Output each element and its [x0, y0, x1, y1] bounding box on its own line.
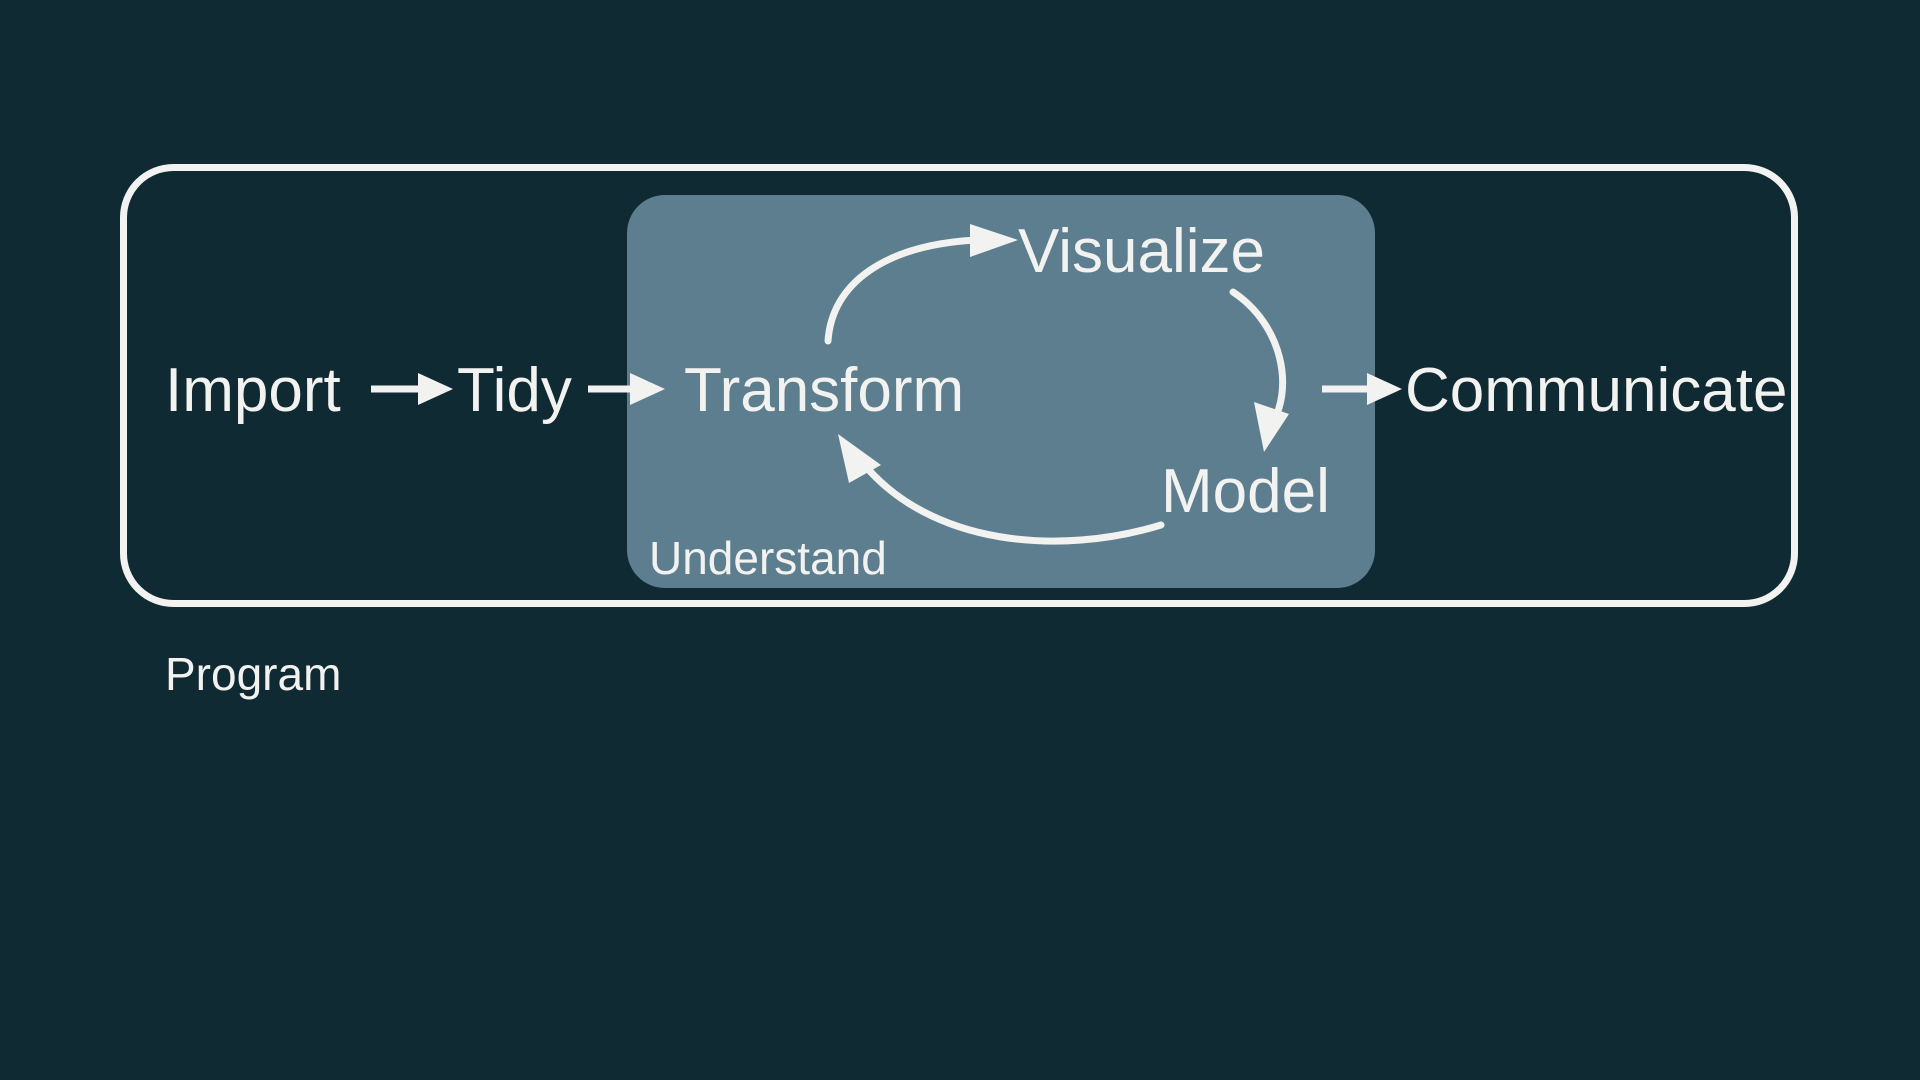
node-label-tidy: Tidy	[457, 356, 572, 425]
arrow-import-to-tidy	[371, 373, 453, 405]
node-label-communicate: Communicate	[1405, 356, 1787, 425]
node-label-model: Model	[1161, 457, 1330, 526]
arrow-tidy-to-transform	[588, 373, 665, 405]
program-frame	[120, 164, 1798, 607]
understand-panel	[627, 195, 1375, 588]
node-label-import: Import	[165, 356, 341, 425]
node-label-transform: Transform	[684, 356, 964, 425]
understand-group-caption: Understand	[649, 532, 887, 584]
program-group-caption: Program	[165, 648, 341, 700]
arrow-model-to-transform	[838, 434, 1165, 545]
arrow-model-to-communicate	[1322, 373, 1402, 405]
arrow-transform-to-visualize	[824, 224, 1018, 345]
arrow-visualize-to-model	[1229, 288, 1289, 452]
node-label-visualize: Visualize	[1018, 217, 1265, 286]
